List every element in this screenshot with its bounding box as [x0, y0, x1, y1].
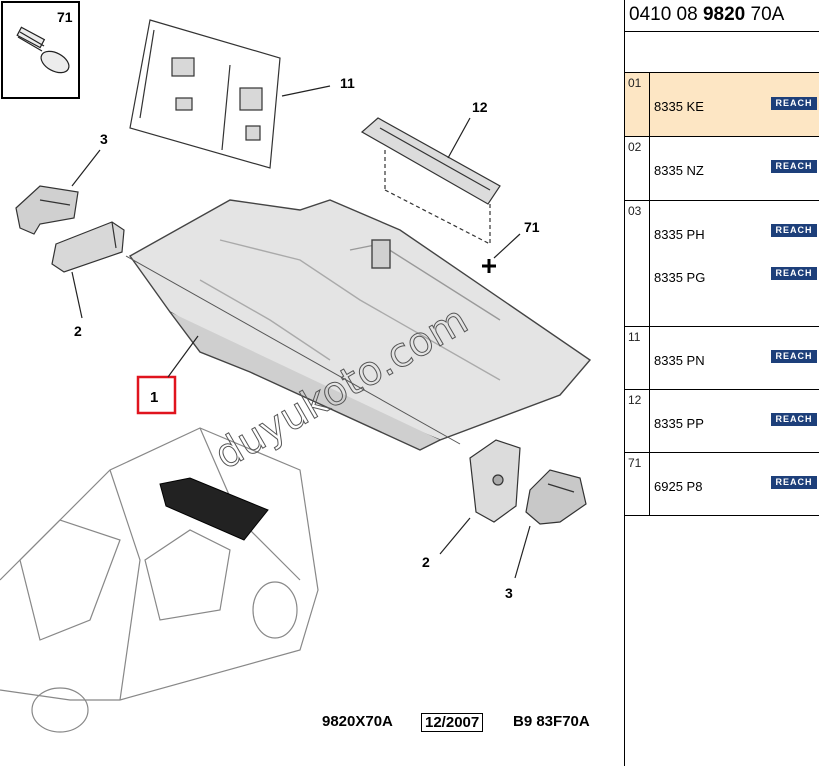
reference-title: 0410 08 9820 70A — [629, 4, 784, 26]
callout-1: 1 — [150, 389, 158, 406]
footer-date: 12/2007 — [421, 713, 484, 732]
callout-3-left: 3 — [100, 131, 108, 147]
list-item-71[interactable]: 71 6925 P8 REACH — [625, 453, 819, 516]
exploded-parts-diagram: 71 11 12 71 3 2 — [0, 1, 592, 733]
reach-badge: REACH — [771, 224, 817, 237]
leader-12 — [447, 117, 471, 159]
panel-divider — [624, 0, 625, 766]
part-2-hinge-left — [51, 221, 125, 273]
part-11-liner — [129, 19, 281, 169]
vehicle-outline — [0, 427, 319, 733]
list-item-02[interactable]: 02 8335 NZ REACH — [625, 137, 819, 201]
part-1-storage-tray — [125, 199, 592, 451]
callout-71-top: 71 — [57, 9, 73, 25]
screw-detail-box: 71 — [1, 1, 80, 99]
part-number: 8335 PN — [654, 353, 705, 368]
list-top-divider — [625, 72, 819, 73]
callout-3-right: 3 — [505, 585, 513, 601]
part-3-latch-right — [525, 469, 587, 525]
leader-2-right — [439, 517, 471, 555]
code-column-line — [649, 327, 650, 389]
footer-ref: 9820X70A — [322, 713, 393, 730]
reach-badge: REACH — [771, 413, 817, 426]
leader-3-right — [514, 525, 531, 579]
leader-2-left — [71, 271, 83, 319]
reference-prefix: 0410 08 — [629, 4, 703, 25]
reach-badge: REACH — [771, 350, 817, 363]
part-3-latch-left — [15, 185, 79, 235]
reference-bold: 9820 — [702, 4, 746, 25]
reach-badge: REACH — [771, 160, 817, 173]
part-number: 8335 PP — [654, 416, 704, 431]
title-divider — [625, 31, 819, 32]
reach-badge: REACH — [771, 476, 817, 489]
reach-badge: REACH — [771, 267, 817, 280]
vehicle-tray-location — [159, 477, 269, 541]
callout-2-right: 2 — [422, 554, 430, 570]
plus-marker-icon — [482, 259, 496, 273]
list-item-12[interactable]: 12 8335 PP REACH — [625, 390, 819, 453]
list-item-03[interactable]: 03 8335 PH REACH 8335 PG REACH — [625, 201, 819, 327]
leader-71-mid — [493, 233, 521, 259]
item-code: 12 — [628, 393, 642, 407]
part-number: 8335 NZ — [654, 163, 704, 178]
code-column-line — [649, 73, 650, 136]
leader-3-left — [71, 149, 101, 187]
leader-11 — [281, 85, 331, 97]
reference-suffix: 70A — [745, 4, 785, 25]
footer-code: B9 83F70A — [513, 713, 590, 730]
callout-1-highlight-box — [136, 375, 177, 415]
part-number: 8335 PG — [654, 270, 706, 285]
part-12-rail — [360, 117, 501, 245]
item-code: 02 — [628, 140, 642, 154]
parts-list-panel: 0410 08 9820 70A 01 8335 KE REACH 02 833… — [625, 0, 819, 766]
code-column-line — [649, 137, 650, 200]
part-number: 8335 KE — [654, 99, 704, 114]
code-column-line — [649, 201, 650, 326]
reach-badge: REACH — [771, 97, 817, 110]
item-code: 11 — [628, 330, 641, 344]
screw-icon — [16, 26, 70, 74]
callout-2-left: 2 — [74, 323, 82, 339]
callout-11: 11 — [340, 75, 355, 91]
part-number: 6925 P8 — [654, 479, 703, 494]
item-code: 03 — [628, 204, 642, 218]
item-code: 01 — [628, 76, 642, 90]
list-item-01[interactable]: 01 8335 KE REACH — [625, 73, 819, 137]
leader-1 — [167, 335, 199, 378]
part-2-hinge-right — [469, 439, 521, 523]
code-column-line — [649, 390, 650, 452]
part-number: 8335 PH — [654, 227, 705, 242]
code-column-line — [649, 453, 650, 515]
callout-12: 12 — [472, 99, 488, 115]
callout-71-mid: 71 — [524, 219, 540, 235]
list-item-11[interactable]: 11 8335 PN REACH — [625, 327, 819, 390]
item-code: 71 — [628, 456, 642, 470]
